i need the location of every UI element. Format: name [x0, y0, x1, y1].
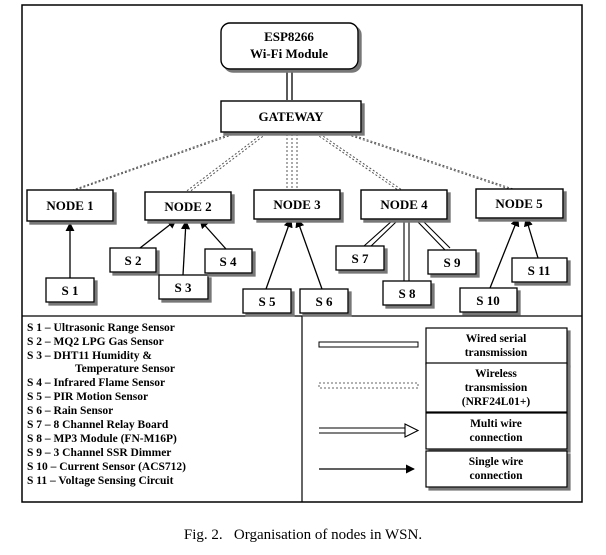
sensor-label: S 4: [220, 254, 237, 269]
wireless-links: [69, 131, 517, 194]
legend-line: S 2 – MQ2 LPG Gas Sensor: [27, 336, 164, 348]
legend-line: S 7 – 8 Channel Relay Board: [27, 419, 169, 431]
gateway-label: GATEWAY: [258, 109, 324, 124]
sensor-s8: S 8: [382, 280, 432, 306]
sensor-s4: S 4: [204, 248, 253, 274]
node-label: NODE 1: [46, 198, 93, 213]
sensor-s10: S 10: [459, 287, 518, 313]
node-3: NODE 3: [253, 189, 341, 220]
sensor-label: S 9: [444, 255, 461, 270]
sensor-label: S 1: [62, 283, 79, 298]
key-wired-serial: Wired serial transmission: [318, 327, 568, 365]
legend-line: S 4 – Infrared Flame Sensor: [27, 377, 165, 389]
node-2: NODE 2: [144, 191, 232, 221]
node-5: NODE 5: [475, 188, 564, 219]
esp8266-module: ESP8266 Wi-Fi Module: [220, 22, 359, 70]
legend-line: S 1 – Ultrasonic Range Sensor: [27, 322, 175, 334]
node-label: NODE 5: [495, 196, 543, 211]
sensor-s3: S 3: [158, 274, 209, 300]
sensor-legend: S 1 – Ultrasonic Range Sensor S 2 – MQ2 …: [27, 322, 186, 487]
key-label: transmission: [465, 347, 528, 359]
gateway-box: GATEWAY: [220, 100, 362, 133]
legend-line: S 6 – Rain Sensor: [27, 405, 113, 417]
key-multi-wire: Multi wire connection: [319, 412, 568, 450]
legend-line: S 9 – 3 Channel SSR Dimmer: [27, 447, 171, 459]
single-wire-links: [65, 217, 539, 290]
sensor-label: S 11: [528, 263, 551, 278]
key-label: Multi wire: [470, 418, 522, 430]
sensor-s7: S 7: [335, 245, 385, 271]
node-label: NODE 2: [164, 199, 211, 214]
key-label: transmission: [465, 382, 528, 394]
sensor-label: S 3: [175, 280, 192, 295]
multi-wire-links: [364, 219, 450, 281]
esp8266-title: ESP8266: [264, 29, 314, 44]
node-1: NODE 1: [26, 189, 114, 222]
node-label: NODE 4: [380, 197, 428, 212]
legend-line: Temperature Sensor: [75, 363, 175, 375]
key-label: Single wire: [469, 456, 523, 468]
sensor-label: S 2: [125, 253, 142, 268]
node-label: NODE 3: [273, 197, 321, 212]
sensor-label: S 10: [476, 293, 499, 308]
legend-line: S 10 – Current Sensor (ACS712): [27, 461, 186, 473]
sensor-label: S 5: [259, 294, 276, 309]
sensor-s1: S 1: [45, 277, 95, 303]
key-wireless: Wireless transmission (NRF24L01+): [318, 362, 568, 413]
key-label: connection: [469, 470, 523, 482]
sensor-label: S 8: [399, 286, 416, 301]
sensor-label: S 6: [316, 294, 333, 309]
legend-line: S 3 – DHT11 Humidity &: [27, 350, 152, 362]
wired-serial-link: [286, 70, 293, 100]
key-label: Wireless: [475, 368, 517, 380]
sensor-s9: S 9: [427, 249, 477, 275]
line-type-key: Wired serial transmission Wireless trans…: [318, 327, 568, 488]
esp8266-subtitle: Wi-Fi Module: [250, 46, 328, 61]
sensor-label: S 7: [352, 251, 369, 266]
key-label: (NRF24L01+): [462, 396, 531, 408]
key-label: connection: [469, 432, 523, 444]
sensor-s6: S 6: [299, 288, 349, 314]
node-4: NODE 4: [360, 189, 448, 220]
key-label: Wired serial: [466, 333, 527, 345]
wsn-diagram: ESP8266 Wi-Fi Module GATEWAY NODE 1 NODE…: [21, 4, 583, 503]
sensor-s2: S 2: [109, 247, 157, 273]
sensor-s5: S 5: [242, 288, 292, 314]
key-single-wire: Single wire connection: [319, 450, 568, 488]
figure-caption: Fig. 2. Organisation of nodes in WSN.: [183, 527, 423, 543]
legend-line: S 8 – MP3 Module (FN-M16P): [27, 433, 177, 445]
legend-line: S 11 – Voltage Sensing Circuit: [27, 475, 174, 487]
sensor-s11: S 11: [511, 257, 568, 283]
legend-line: S 5 – PIR Motion Sensor: [27, 391, 148, 403]
